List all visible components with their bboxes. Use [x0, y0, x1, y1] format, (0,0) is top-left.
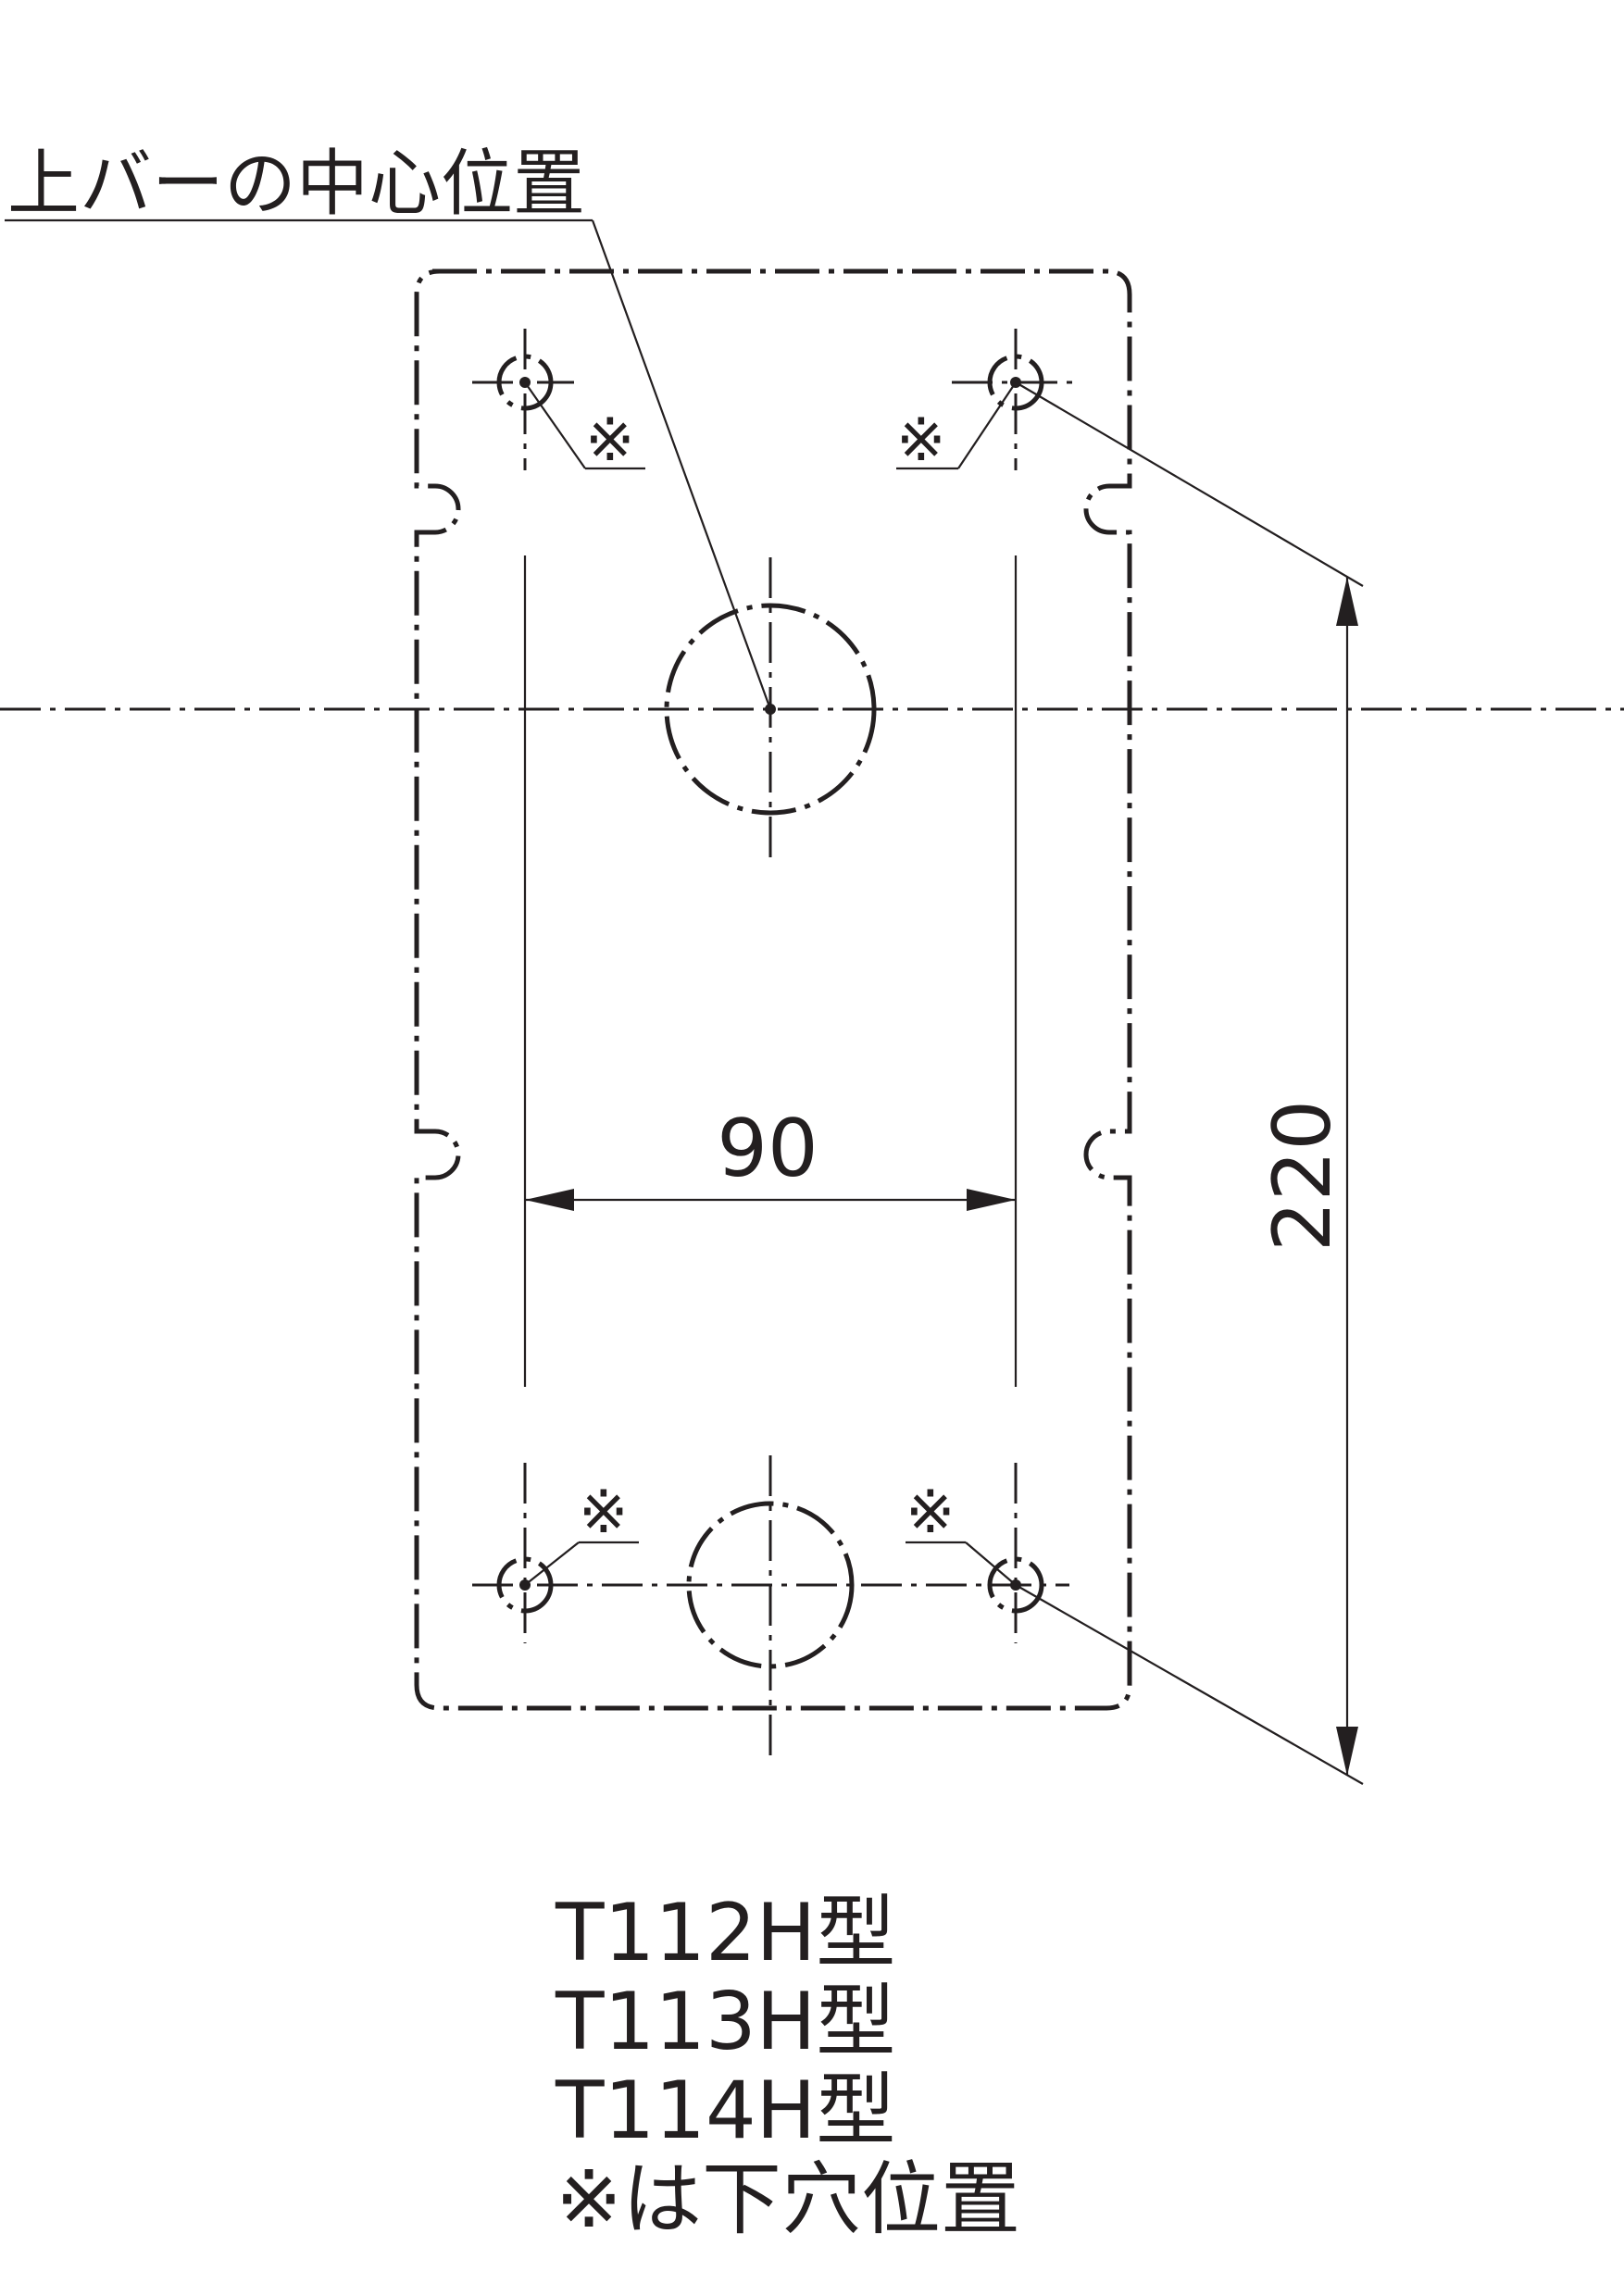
plate-outline	[414, 268, 1132, 1711]
dim220-value: 220	[1256, 1100, 1349, 1252]
mark-top-left-leader	[524, 381, 586, 469]
mark-bottom-right-leader	[965, 1541, 1017, 1586]
dim220-arrow-bottom	[1336, 1727, 1358, 1776]
mark-bottom-left-leader	[524, 1541, 580, 1586]
dim90-arrow-right	[967, 1189, 1016, 1211]
dim220-extension-top	[1015, 381, 1364, 587]
callout-leader	[591, 219, 772, 710]
dim220-arrow-top	[1336, 577, 1358, 626]
model-line-3: T114H型	[556, 2065, 896, 2157]
model-line-1: T112H型	[556, 1887, 896, 1979]
mark-top-right-leader	[957, 381, 1017, 469]
dim220-extension-bottom	[1015, 1584, 1364, 1785]
mark-bottom-left: ※	[579, 1479, 629, 1547]
model-caption: T112H型 T113H型 T114H型 ※は下穴位置	[556, 1889, 1020, 2244]
dim90-arrow-left	[525, 1189, 574, 1211]
callout-label: 上バーの中心位置	[7, 143, 585, 226]
mark-top-right: ※	[896, 406, 946, 475]
model-line-2: T113H型	[556, 1976, 896, 2068]
top-center-hole	[664, 603, 877, 816]
top-center-point	[765, 704, 776, 715]
caption-note: ※は下穴位置	[556, 2153, 1021, 2246]
mark-top-left: ※	[585, 406, 635, 475]
dim90-value: 90	[717, 1103, 818, 1195]
mark-bottom-right: ※	[906, 1479, 956, 1547]
